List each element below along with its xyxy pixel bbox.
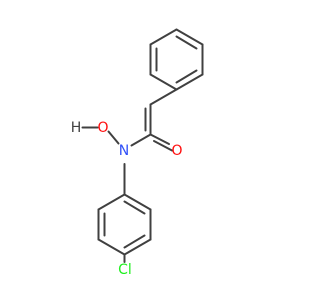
chlorophenyl-bond xyxy=(123,238,152,256)
phenyl-bond xyxy=(175,28,204,46)
structure-canvas: H O N O Cl xyxy=(70,28,204,278)
carbon-nitrogen-bond xyxy=(130,133,152,147)
chlorophenyl-ring xyxy=(97,193,152,263)
hydroxyl-hydrogen-label: H xyxy=(71,120,82,136)
phenyl-bond xyxy=(175,73,204,91)
chemical-structure-diagram: H O N O Cl xyxy=(71,28,204,278)
vinyl-bond xyxy=(149,88,178,106)
chlorine-label: Cl xyxy=(118,262,132,278)
chlorophenyl-bond xyxy=(97,193,126,211)
carbonyl-bond xyxy=(149,133,170,145)
chlorophenyl-bond xyxy=(123,193,152,211)
nitrogen-oxygen-bond xyxy=(107,130,120,145)
chlorophenyl-bond xyxy=(97,238,126,256)
chlorophenyl-double-bond xyxy=(123,200,146,215)
phenyl-double-bond xyxy=(175,69,198,84)
carbonyl-double-bond xyxy=(153,140,173,152)
hydroxyl-oxygen-label: O xyxy=(97,120,108,136)
amide-nitrogen-label: N xyxy=(119,143,129,159)
phenyl-bond xyxy=(149,73,178,91)
hydroxylamine-group xyxy=(81,126,126,196)
chlorophenyl-double-bond xyxy=(123,234,146,249)
carbonyl-oxygen-label: O xyxy=(171,143,182,159)
phenyl-bond xyxy=(149,28,178,46)
phenyl-ring xyxy=(149,28,204,91)
propenone-chain xyxy=(130,88,178,152)
phenyl-double-bond xyxy=(175,35,198,50)
